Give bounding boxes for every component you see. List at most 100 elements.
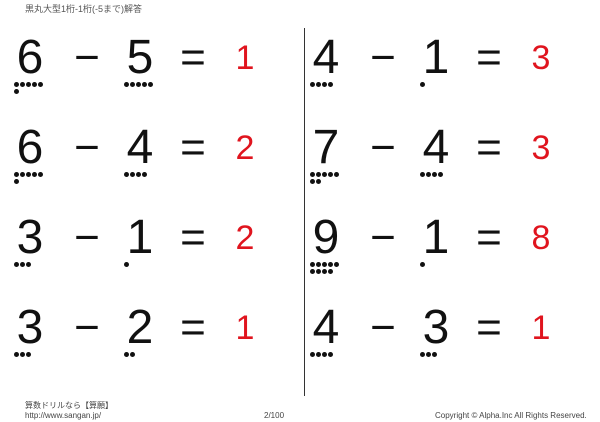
counting-dots — [420, 262, 460, 269]
counting-dots — [310, 172, 350, 186]
minus-sign: − — [74, 33, 100, 82]
operand-a: 6 — [16, 121, 44, 174]
dot — [310, 352, 315, 357]
equals-sign: = — [476, 123, 502, 172]
operand-b: 3 — [422, 301, 450, 354]
dot — [322, 269, 327, 274]
dot — [26, 82, 31, 87]
operand-a: 4 — [312, 31, 340, 84]
dot — [20, 352, 25, 357]
dot — [322, 352, 327, 357]
dot-row — [310, 172, 350, 178]
problem: 4−1=3 — [296, 30, 586, 110]
dot — [432, 352, 437, 357]
dot — [32, 82, 37, 87]
dot — [328, 352, 333, 357]
dot — [38, 172, 43, 177]
dot — [14, 82, 19, 87]
dot — [420, 262, 425, 267]
dot — [328, 269, 333, 274]
answer: 2 — [235, 129, 255, 167]
dot — [14, 262, 19, 267]
worksheet-title: 黒丸大型1桁-1桁(-5まで)解答 — [25, 4, 143, 14]
operand-b: 4 — [422, 121, 450, 174]
footer-brand: 算数ドリルなら【算願】 — [25, 401, 113, 410]
operand-b: 2 — [126, 301, 154, 354]
dot-row — [420, 82, 460, 88]
counting-dots — [310, 262, 350, 276]
counting-dots — [420, 352, 460, 359]
dot-row — [124, 262, 164, 268]
counting-dots — [14, 172, 54, 186]
operand-b: 5 — [126, 31, 154, 84]
answer: 3 — [531, 39, 551, 77]
equals-sign: = — [476, 33, 502, 82]
dot — [316, 172, 321, 177]
answer: 2 — [235, 219, 255, 257]
dot-row — [310, 262, 350, 268]
dot — [420, 82, 425, 87]
dot — [310, 179, 315, 184]
dot — [316, 82, 321, 87]
dot — [426, 352, 431, 357]
dot — [322, 172, 327, 177]
dot — [26, 262, 31, 267]
dot-row — [124, 82, 164, 88]
dot — [130, 172, 135, 177]
counting-dots — [124, 82, 164, 89]
dot — [14, 172, 19, 177]
counting-dots — [124, 352, 164, 359]
minus-sign: − — [74, 303, 100, 352]
footer-url[interactable]: http://www.sangan.jp/ — [25, 411, 102, 420]
dot — [322, 262, 327, 267]
operand-b: 4 — [126, 121, 154, 174]
counting-dots — [420, 172, 460, 179]
dot — [334, 262, 339, 267]
dot — [32, 172, 37, 177]
dot-row — [310, 352, 350, 358]
dot — [322, 82, 327, 87]
page-number: 2/100 — [264, 411, 285, 420]
dot-row — [14, 179, 54, 185]
dot-row — [14, 352, 54, 358]
dot-row — [420, 352, 460, 358]
counting-dots — [420, 82, 460, 89]
dot — [130, 352, 135, 357]
dot — [426, 172, 431, 177]
equals-sign: = — [180, 303, 206, 352]
problem: 4−3=1 — [296, 300, 586, 380]
dot — [20, 262, 25, 267]
dot — [328, 172, 333, 177]
dot — [124, 352, 129, 357]
dot-row — [14, 262, 54, 268]
counting-dots — [14, 82, 54, 96]
dot-row — [14, 172, 54, 178]
dot — [124, 172, 129, 177]
dot — [316, 179, 321, 184]
dot — [14, 89, 19, 94]
operand-b: 1 — [126, 211, 154, 264]
dot-row — [124, 172, 164, 178]
dot — [26, 352, 31, 357]
answer: 1 — [235, 39, 255, 77]
dot-row — [310, 82, 350, 88]
dot — [420, 172, 425, 177]
dot — [142, 172, 147, 177]
dot — [334, 172, 339, 177]
operand-b: 1 — [422, 211, 450, 264]
equals-sign: = — [180, 33, 206, 82]
dot — [328, 262, 333, 267]
minus-sign: − — [370, 123, 396, 172]
dot — [310, 82, 315, 87]
operand-a: 4 — [312, 301, 340, 354]
dot — [310, 269, 315, 274]
answer: 1 — [531, 309, 551, 347]
dot — [124, 82, 129, 87]
answer: 3 — [531, 129, 551, 167]
dot — [310, 262, 315, 267]
counting-dots — [14, 262, 54, 269]
counting-dots — [124, 172, 164, 179]
dot-row — [14, 89, 54, 95]
dot — [124, 262, 129, 267]
dot — [310, 172, 315, 177]
